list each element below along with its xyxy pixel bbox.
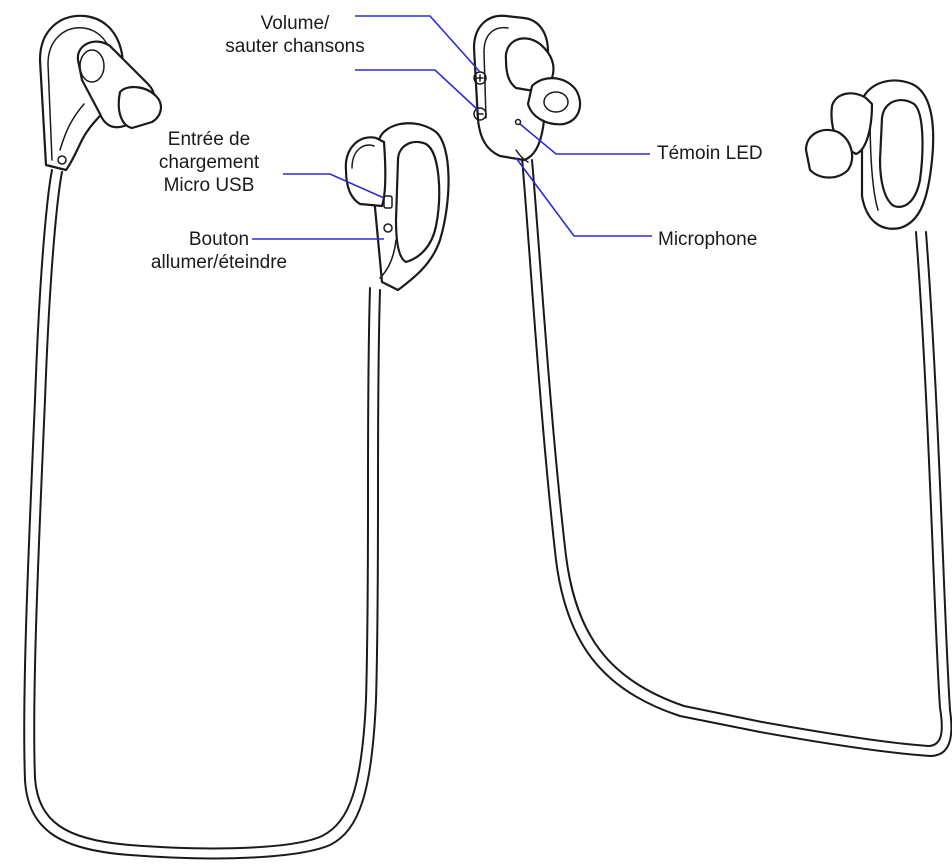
leader-charging [283,173,385,199]
leader-lines [252,15,652,240]
left-headset-cable [23,169,381,860]
right-earbud-left-headset [344,122,450,292]
label-charging-port: Entrée de chargement Micro USB [158,129,260,196]
label-led: Témoin LED [657,143,763,164]
left-earbud-right-headset [472,14,582,163]
label-power-button: Bouton allumer/éteindre [150,229,288,273]
right-earbud-right-headset [804,79,935,230]
right-headset-cable [521,157,952,757]
leader-microphone [515,157,652,237]
label-microphone: Microphone [658,229,758,250]
leader-volume-bottom [355,69,479,111]
label-volume: Volume/ sauter chansons [225,13,365,57]
leader-led [519,123,650,155]
leader-volume-top [355,15,481,73]
left-earbud-left-headset [38,14,162,172]
